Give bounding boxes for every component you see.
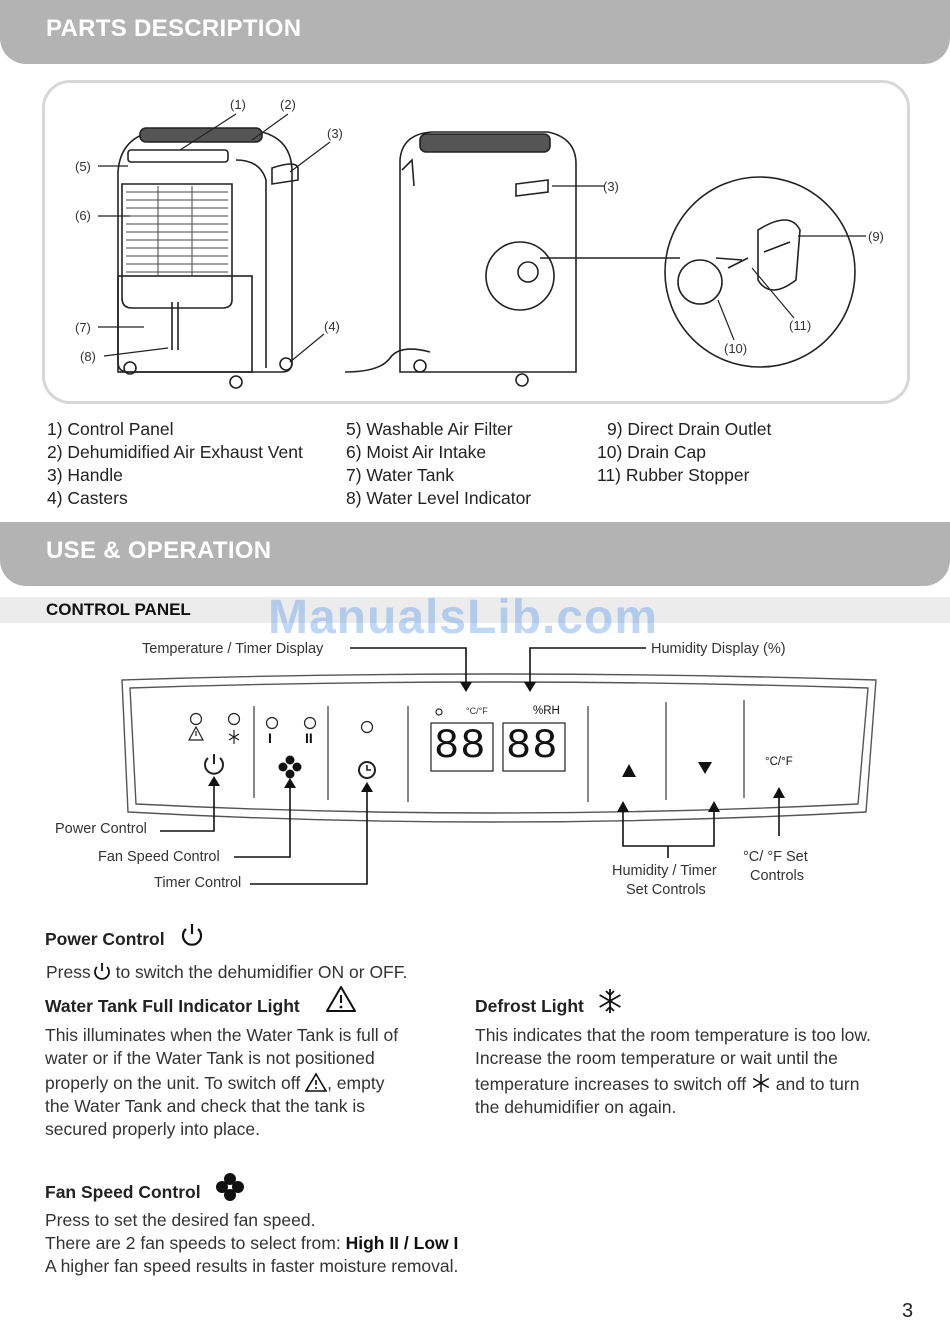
part-item: 6) Moist Air Intake	[346, 442, 487, 462]
power-control-title: Power Control	[45, 929, 165, 949]
defrost-line-3: temperature increases to switch off and …	[475, 1070, 871, 1096]
part-item: 1) Control Panel	[47, 419, 174, 439]
part-item: 4) Casters	[47, 488, 128, 508]
warning-icon	[326, 986, 356, 1012]
snowflake-icon	[599, 989, 621, 1013]
parts-description-banner: PARTS DESCRIPTION	[0, 0, 950, 64]
water-tank-line3-b: , empty	[327, 1073, 385, 1093]
control-panel-subheader: CONTROL PANEL	[0, 597, 950, 623]
cf-button-label: °C/°F	[765, 756, 793, 768]
cf-set-label-2: Controls	[750, 868, 804, 884]
fan-speed-title: Fan Speed Control	[45, 1182, 201, 1202]
humidity-display: 88	[506, 722, 559, 770]
page-number: 3	[902, 1300, 914, 1322]
defrost-line: Increase the room temperature or wait un…	[475, 1048, 838, 1068]
part-item: 5) Washable Air Filter	[346, 419, 513, 439]
fan-high-indicator: II	[305, 730, 313, 746]
callout-10: (10)	[724, 341, 748, 356]
defrost-title: Defrost Light	[475, 996, 584, 1016]
callout-9: (9)	[868, 229, 884, 244]
warning-inline-icon	[304, 1072, 328, 1092]
callout-1: (1)	[230, 97, 246, 112]
fan-low-indicator: I	[268, 730, 272, 746]
parts-list-col1: 1) Control Panel 2) Dehumidified Air Exh…	[47, 418, 303, 510]
water-tank-line-3: properly on the unit. To switch off , em…	[45, 1070, 398, 1095]
humidity-display-label: Humidity Display (%)	[651, 641, 786, 657]
control-panel-heading: CONTROL PANEL	[46, 600, 191, 619]
watermark: ManualsLib.com	[268, 591, 659, 644]
cf-set-label: °C/ °F Set	[743, 849, 808, 865]
timer-control-label: Timer Control	[154, 875, 242, 891]
fan-speed-control-label: Fan Speed Control	[98, 849, 220, 865]
parts-list-col3: 9) Direct Drain Outlet 10) Drain Cap 11)…	[597, 418, 771, 487]
humidity-timer-set-label: Humidity / Timer	[612, 863, 717, 879]
rh-label: %RH	[533, 705, 560, 717]
fan-speed-line2-a: There are 2 fan speeds to select from:	[45, 1233, 346, 1253]
callout-4: (4)	[324, 319, 340, 334]
control-panel-diagram	[121, 647, 877, 885]
water-tank-line: This illuminates when the Water Tank is …	[45, 1025, 399, 1045]
fan-speed-line: A higher fan speed results in faster moi…	[45, 1256, 459, 1276]
water-tank-line: water or if the Water Tank is not positi…	[45, 1048, 375, 1068]
callout-8: (8)	[80, 349, 96, 364]
part-item: 10) Drain Cap	[597, 442, 706, 462]
power-inline-icon	[93, 963, 110, 980]
defrost-line: This indicates that the room temperature…	[475, 1025, 871, 1045]
power-control-text: Press to switch the dehumidifier ON or O…	[46, 958, 407, 984]
use-operation-heading: USE & OPERATION	[46, 537, 272, 564]
power-text-after: to switch the dehumidifier ON or OFF.	[110, 962, 408, 982]
defrost-line3-b: and to turn	[770, 1074, 860, 1094]
defrost-line3-a: temperature increases to switch off	[475, 1074, 747, 1094]
callout-6: (6)	[75, 208, 91, 223]
part-item: 3) Handle	[47, 465, 123, 485]
water-tank-line: secured properly into place.	[45, 1119, 260, 1139]
parts-list-col2: 5) Washable Air Filter 6) Moist Air Inta…	[346, 418, 531, 510]
defrost-line: the dehumidifier on again.	[475, 1097, 677, 1117]
parts-description-heading: PARTS DESCRIPTION	[46, 15, 302, 42]
water-tank-line: the Water Tank and check that the tank i…	[45, 1096, 366, 1116]
callout-3-back: (3)	[603, 179, 619, 194]
product-illustration	[98, 113, 866, 389]
part-item: 9) Direct Drain Outlet	[607, 419, 772, 439]
use-operation-banner: USE & OPERATION	[0, 522, 950, 586]
temp-unit-small: °C/°F	[466, 706, 488, 716]
power-text-before: Press	[46, 962, 91, 982]
defrost-text: This indicates that the room temperature…	[475, 1024, 871, 1119]
part-item: 11) Rubber Stopper	[597, 465, 750, 485]
power-control-label: Power Control	[55, 821, 147, 837]
fan-speed-line-2: There are 2 fan speeds to select from: H…	[45, 1232, 458, 1255]
power-icon	[181, 924, 203, 946]
fan-icon	[216, 1173, 244, 1201]
temperature-timer-display: 88	[434, 722, 487, 770]
callout-5: (5)	[75, 159, 91, 174]
callout-11: (11)	[789, 318, 812, 333]
part-item: 2) Dehumidified Air Exhaust Vent	[47, 442, 303, 462]
fan-speed-text: Press to set the desired fan speed. Ther…	[45, 1209, 458, 1278]
snowflake-inline-icon	[752, 1074, 770, 1092]
part-item: 8) Water Level Indicator	[346, 488, 532, 508]
callout-7: (7)	[75, 320, 91, 335]
part-item: 7) Water Tank	[346, 465, 454, 485]
callout-2: (2)	[280, 97, 296, 112]
water-tank-line3-a: properly on the unit. To switch off	[45, 1073, 301, 1093]
callout-3: (3)	[327, 126, 343, 141]
water-tank-title: Water Tank Full Indicator Light	[45, 996, 300, 1016]
water-tank-text: This illuminates when the Water Tank is …	[45, 1024, 398, 1141]
temp-timer-display-label: Temperature / Timer Display	[142, 641, 324, 657]
fan-speed-line: Press to set the desired fan speed.	[45, 1210, 316, 1230]
fan-speed-options: High II / Low I	[345, 1233, 459, 1253]
humidity-timer-set-label-2: Set Controls	[626, 882, 706, 898]
